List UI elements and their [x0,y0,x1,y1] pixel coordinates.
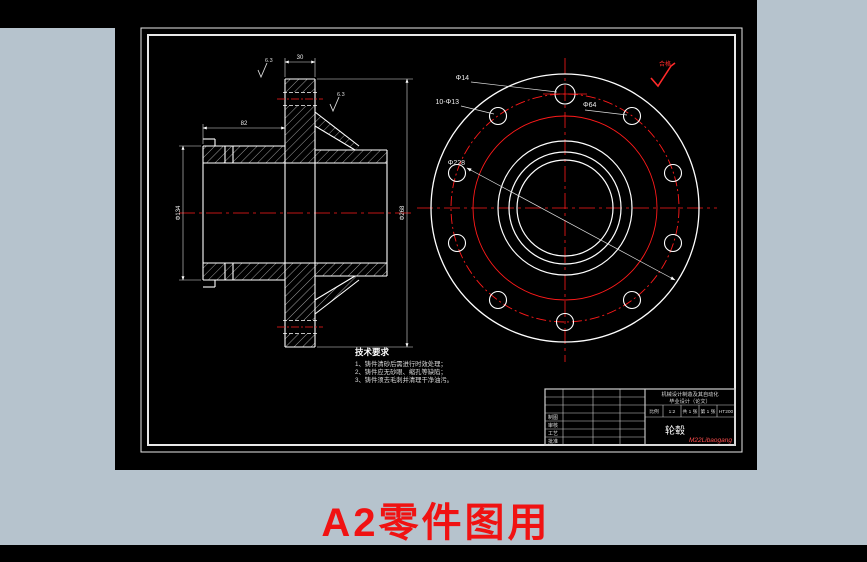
section-dimensions [179,58,413,348]
surface-finish-value-2: 6.3 [337,92,345,98]
surface-finish-mark-2: 6.3 [329,92,345,113]
surface-finish-value-1: 6.3 [265,58,273,64]
title-block: 制图 审核 工艺 批准 机械设计制造及其自动化 毕业设计（论文） 比例 1:2 … [544,388,736,446]
qc-stamp: 合格 [650,60,676,88]
tech-item-3: 3、铸件须去毛刺并清理干净油污。 [355,375,453,384]
tb-row-check: 审核 [548,422,558,429]
bottom-black-strip [0,545,867,562]
tb-row-draw: 制图 [548,414,558,421]
top-black-strip [0,0,757,8]
tb-sheets: 共 1 张 [683,408,698,415]
section-hatching [203,79,387,347]
front-view: Φ14 10-Φ13 Φ228 Φ64 [417,58,717,362]
front-view-leaders [460,81,676,281]
tb-row-approve: 批准 [548,438,558,445]
label-pilot: Φ64 [583,102,596,109]
tb-school-line2: 毕业设计（论文） [669,397,711,405]
surface-finish-mark-1: 6.3 [257,58,273,79]
tech-item-2: 2、铸件应无砂眼、缩孔等缺陷； [355,367,447,376]
cad-preview: Φ268 Φ134 30 82 6.3 6.3 [115,8,757,470]
tb-scale-label: 比例 [649,408,659,415]
label-bolt-holes: 10-Φ13 [436,99,460,106]
tb-row-process: 工艺 [548,431,558,437]
tb-material: HT200 [719,409,734,415]
title-block-grid [544,388,736,446]
top-left-black-block [0,0,118,28]
tech-item-1: 1、铸件清砂后需进行时效处理； [355,359,447,368]
tb-scale-value: 1:2 [669,409,676,415]
tech-requirements: 技术要求 1、铸件清砂后需进行时效处理； 2、铸件应无砂眼、缩孔等缺陷； 3、铸… [355,347,453,384]
dim-label-barrel-od: Φ134 [176,205,182,220]
tb-part-name: 轮毂 [665,424,685,437]
tb-sheet-no: 第 1 张 [701,408,716,415]
label-pin-hole: Φ14 [456,75,469,82]
section-view: Φ268 Φ134 30 82 6.3 6.3 [176,55,415,348]
tb-signature: M22Libaogang [689,437,732,444]
tb-school-line1: 机械设计制造及其自动化 [661,390,718,398]
cad-drawing: Φ268 Φ134 30 82 6.3 6.3 [140,27,743,453]
flange-bolt-hole-centerlines [277,98,323,328]
label-bolt-circle: Φ228 [448,160,465,167]
caption-title: A2零件图用 [321,501,551,545]
qc-stamp-check-icon [650,62,676,88]
section-outline [202,78,388,348]
dim-label-flange-width: 30 [297,55,304,61]
qc-stamp-text: 合格 [659,60,671,68]
tech-heading: 技术要求 [355,347,390,357]
drawing-frame [140,27,743,453]
dim-label-barrel-length: 82 [241,121,248,127]
dim-label-flange-od: Φ268 [400,205,406,220]
